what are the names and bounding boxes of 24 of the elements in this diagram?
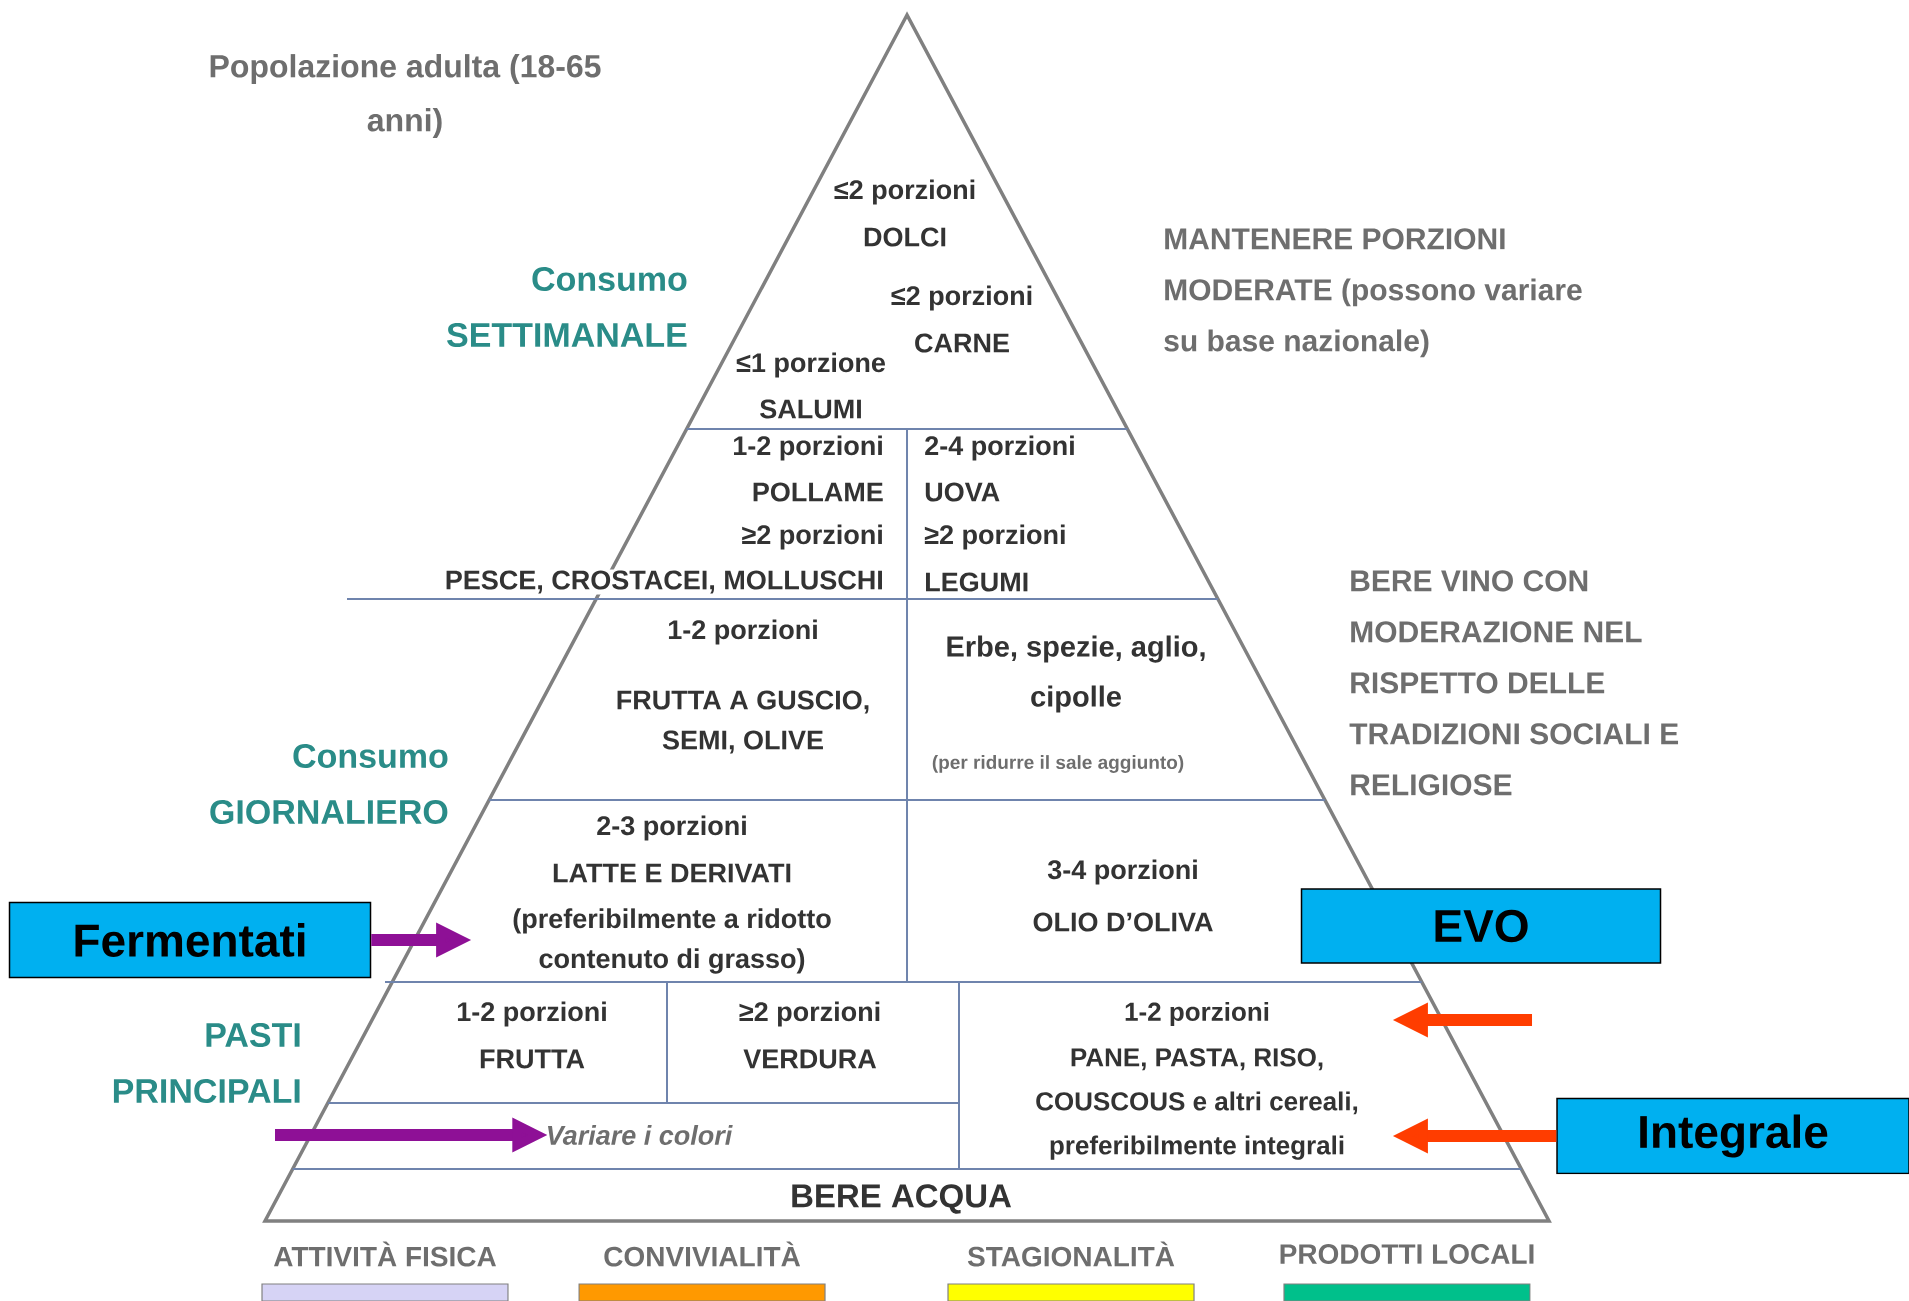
callout-box: EVO <box>1300 888 1662 964</box>
title-text: Popolazione adulta (18-65 anni) <box>210 54 601 138</box>
pyramid-cell: Variare i colori <box>548 1125 733 1145</box>
legend-label: CONVIVIALITÀ <box>604 1241 801 1267</box>
pyramid-cell: 2-3 porzioni LATTE E DERIVATI (preferibilmente a ridotto contenuto di grasso) <box>513 815 831 974</box>
band-label: BERE ACQUA <box>792 1184 1011 1214</box>
pyramid-cell: Erbe, spezie, aglio, cipolle (per ridurre il sale aggiunto) <box>932 635 1205 773</box>
pyramid-cell: 1-2 porzioni FRUTTA <box>457 1001 606 1069</box>
group-label: Consumo GIORNALIERO <box>210 743 448 825</box>
legend-label: PRODOTTI LOCALI <box>1280 1244 1534 1264</box>
group-label: Consumo SETTIMANALE <box>447 266 687 348</box>
legend-label: ATTIVITÀ FISICA <box>273 1241 496 1267</box>
legend-label: STAGIONALITÀ <box>967 1241 1175 1267</box>
callout-box: Fermentati <box>8 901 372 979</box>
callout-box: Integrale <box>1556 1097 1909 1175</box>
note-text: MANTENERE PORZIONI MODERATE (possono variare su base nazionale) <box>1164 228 1582 358</box>
group-label: PASTI PRINCIPALI <box>113 1022 300 1104</box>
pyramid-cell: 2-4 porzioni UOVA ≥2 porzioni LEGUMI <box>924 435 1074 592</box>
pyramid-cell: 3-4 porzioni OLIO D’OLIVA <box>1033 859 1213 932</box>
pyramid-cell: ≥2 porzioni VERDURA <box>739 1001 880 1069</box>
pyramid-cell: 1-2 porzioni FRUTTA A GUSCIO, SEMI, OLIVE <box>617 619 869 754</box>
pyramid-cell: 1-2 porzioni PANE, PASTA, RISO, COUSCOUS e altri cereali, preferibilmente integrali <box>1036 1001 1358 1160</box>
pyramid-cell: ≤2 porzioni DOLCI ≤2 porzioni CARNE ≤1 porzione SALUMI <box>736 179 1032 419</box>
note-text: BERE VINO CON MODERAZIONE NEL RISPETTO DELLE TRADIZIONI SOCIALI E RELIGIOSE <box>1349 570 1679 796</box>
